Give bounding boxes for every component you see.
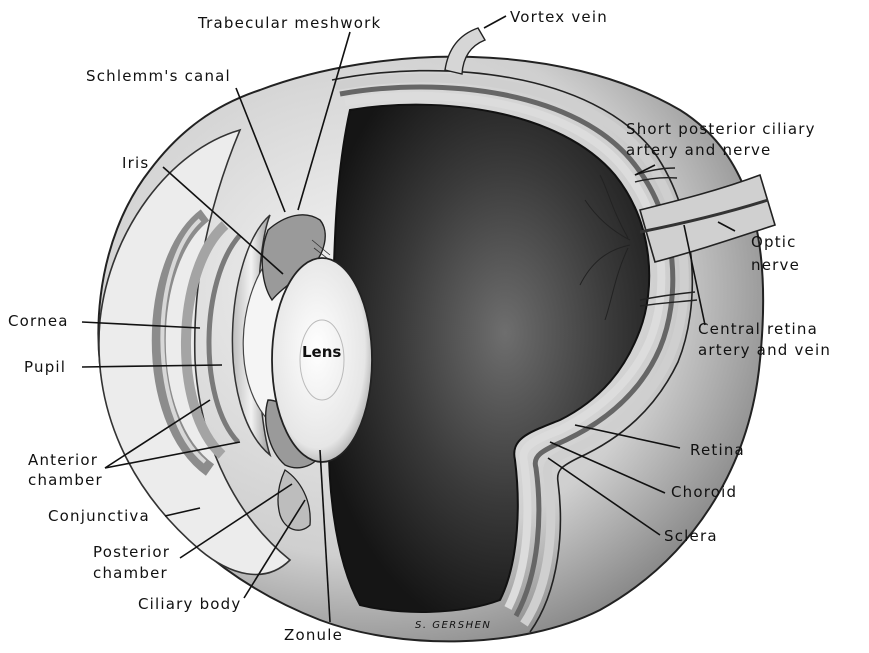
label-ciliary-body: Ciliary body xyxy=(138,595,241,613)
label-anterior-chamber-line2: chamber xyxy=(28,471,103,489)
label-optic-nerve-line2: nerve xyxy=(751,256,800,274)
label-short-posterior-line2: artery and nerve xyxy=(626,141,771,159)
label-trabecular-meshwork: Trabecular meshwork xyxy=(197,14,381,32)
label-lens: Lens xyxy=(302,343,341,361)
label-cornea: Cornea xyxy=(8,312,69,330)
label-retina: Retina xyxy=(690,441,745,459)
label-anterior-chamber-line1: Anterior xyxy=(28,451,98,469)
label-pupil: Pupil xyxy=(24,358,66,376)
label-central-retina-line1: Central retina xyxy=(698,320,818,338)
label-zonule: Zonule xyxy=(284,626,343,644)
label-schlemms-canal: Schlemm's canal xyxy=(86,67,231,85)
label-optic-nerve-line1: Optic xyxy=(751,233,797,251)
label-posterior-chamber-line2: chamber xyxy=(93,564,168,582)
label-short-posterior-line1: Short posterior ciliary xyxy=(626,120,816,138)
label-choroid: Choroid xyxy=(671,483,737,501)
label-sclera: Sclera xyxy=(664,527,718,545)
label-conjunctiva: Conjunctiva xyxy=(48,507,150,525)
label-central-retina-line2: artery and vein xyxy=(698,341,831,359)
artist-signature: S. GERSHEN xyxy=(415,620,491,631)
label-posterior-chamber-line1: Posterior xyxy=(93,543,170,561)
label-iris: Iris xyxy=(122,154,149,172)
label-vortex-vein: Vortex vein xyxy=(510,8,608,26)
